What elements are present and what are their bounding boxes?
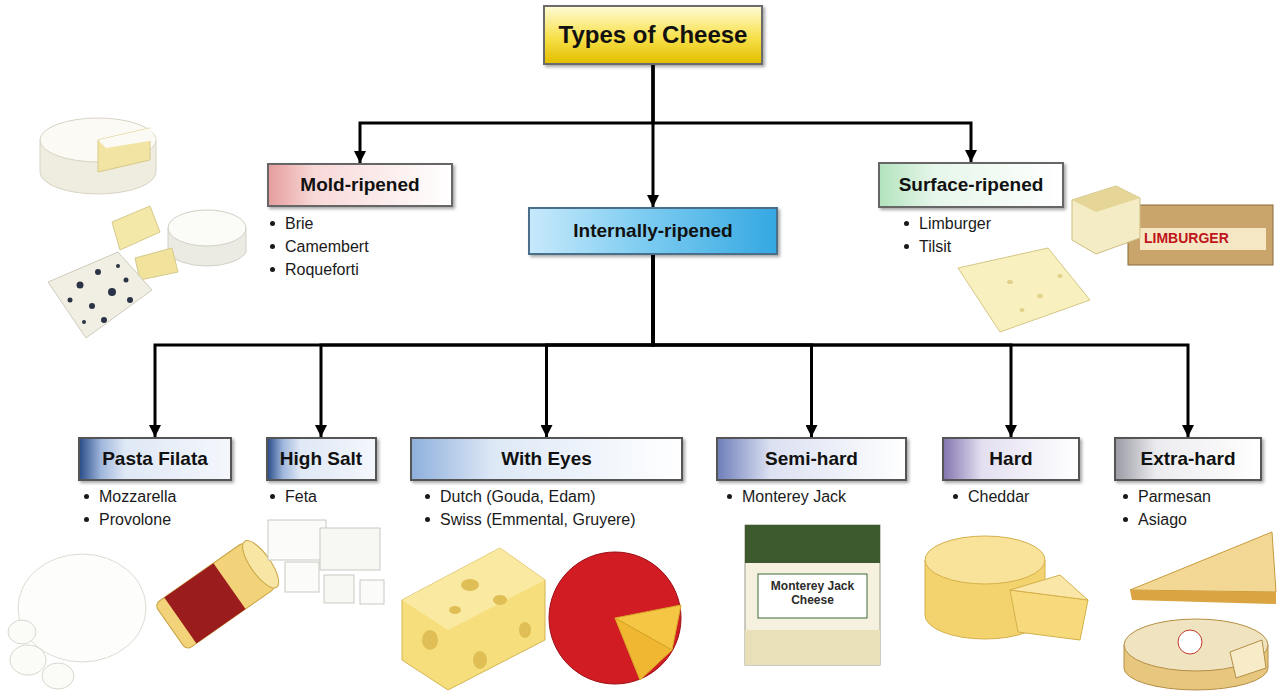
box-label: Surface-ripened <box>899 174 1044 196</box>
bullet-dot <box>727 494 732 499</box>
bullet-dot <box>904 244 909 249</box>
bullet-dot <box>904 221 909 226</box>
bullet-dot <box>270 221 275 226</box>
box-label: With Eyes <box>501 448 592 470</box>
box-label: Hard <box>989 448 1032 470</box>
cheese-example: Monterey Jack <box>742 487 846 506</box>
title-box: Types of Cheese <box>543 5 763 65</box>
cheese-example: Asiago <box>1138 510 1187 529</box>
connector-arrow <box>155 255 653 437</box>
connector-arrow <box>321 255 653 437</box>
cheese-example: Mozzarella <box>99 487 176 506</box>
bullet-dot <box>270 244 275 249</box>
feta-cubes <box>268 520 384 604</box>
subtype-box: Semi-hard <box>716 437 907 481</box>
subtype-box: Extra-hard <box>1114 437 1262 481</box>
subtype-box: Hard <box>942 437 1080 481</box>
box-label: Types of Cheese <box>559 21 748 49</box>
category-box: Internally-ripened <box>528 207 778 255</box>
mozzarella-balls <box>8 554 146 689</box>
bullet-dot <box>425 517 430 522</box>
bullet-dot <box>270 494 275 499</box>
box-label: Pasta Filata <box>102 448 208 470</box>
package-text: Monterey Jack Cheese <box>760 579 865 608</box>
box-label: Internally-ripened <box>573 220 732 242</box>
cheese-example: Feta <box>285 487 317 506</box>
cheese-example: Camembert <box>285 237 369 256</box>
box-label: Extra-hard <box>1140 448 1235 470</box>
package-text: LIMBURGER <box>1144 230 1229 247</box>
provolone-roll <box>154 536 284 651</box>
brie-wheel <box>40 118 156 194</box>
cheese-example: Roqueforti <box>285 260 359 279</box>
asiago-wheel <box>1124 619 1268 690</box>
subtype-box: High Salt <box>266 437 377 481</box>
bullet-dot <box>953 494 958 499</box>
connector-arrow <box>360 65 653 163</box>
cheese-example: Tilsit <box>919 237 951 256</box>
bullet-dot <box>1123 517 1128 522</box>
box-label: Mold-ripened <box>300 174 419 196</box>
cheese-example: Parmesan <box>1138 487 1211 506</box>
monterey-jack-package <box>745 525 880 665</box>
cheese-example: Swiss (Emmental, Gruyere) <box>440 510 636 529</box>
limburger-package <box>1128 205 1273 265</box>
bullet-dot <box>84 494 89 499</box>
cheddar-wheel <box>925 536 1088 640</box>
connector-arrow <box>547 255 654 437</box>
connector-arrow <box>653 255 1188 437</box>
cheese-example: Provolone <box>99 510 171 529</box>
bullet-dot <box>270 267 275 272</box>
swiss-cheese <box>402 548 545 690</box>
box-label: Semi-hard <box>765 448 858 470</box>
roquefort-slice <box>48 252 152 338</box>
bullet-dot <box>1123 494 1128 499</box>
cheese-example: Cheddar <box>968 487 1029 506</box>
cheese-example: Brie <box>285 214 313 233</box>
bullet-dot <box>84 517 89 522</box>
category-box: Surface-ripened <box>878 162 1064 208</box>
edam-ball <box>549 552 681 684</box>
bullet-dot <box>425 494 430 499</box>
cheese-example: Limburger <box>919 214 991 233</box>
category-box: Mold-ripened <box>267 163 453 207</box>
connector-arrow <box>653 65 971 162</box>
subtype-box: With Eyes <box>410 437 683 481</box>
parmesan-wedge <box>1130 532 1276 604</box>
box-label: High Salt <box>280 448 362 470</box>
cheese-example: Dutch (Gouda, Edam) <box>440 487 596 506</box>
subtype-box: Pasta Filata <box>78 437 232 481</box>
